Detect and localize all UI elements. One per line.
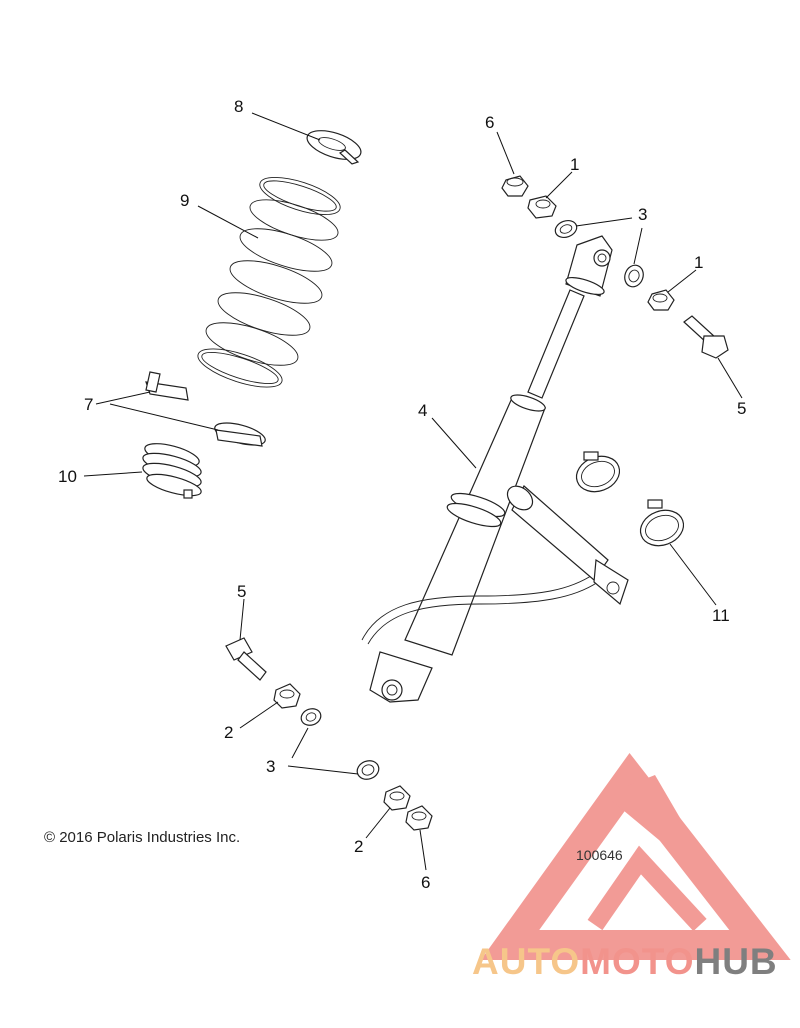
bolt-bottom-5 bbox=[225, 637, 267, 681]
hose-clamp-lower bbox=[639, 499, 685, 547]
callout-4: 4 bbox=[418, 401, 427, 420]
watermark-part-auto: AUTO bbox=[472, 941, 581, 982]
bushing-top-1 bbox=[527, 195, 557, 219]
watermark-logo bbox=[480, 752, 791, 960]
callout-2-left: 2 bbox=[224, 723, 233, 742]
washer-bottom-3b bbox=[356, 760, 380, 780]
callout-1-right: 1 bbox=[694, 253, 703, 272]
callout-5-left: 5 bbox=[237, 582, 246, 601]
callout-10: 10 bbox=[58, 467, 77, 486]
callout-3-bottom: 3 bbox=[266, 757, 275, 776]
copyright-notice: © 2016 Polaris Industries Inc. bbox=[44, 829, 241, 846]
shock-absorber bbox=[361, 235, 613, 703]
watermark-part-hub: HUB bbox=[694, 941, 778, 982]
bolt-top-5 bbox=[683, 315, 729, 359]
callout-7: 7 bbox=[84, 395, 93, 414]
watermark-part-moto: MOTO bbox=[580, 941, 695, 982]
hose-clamp-upper bbox=[575, 451, 621, 493]
spring-retainer-top bbox=[306, 130, 362, 165]
nut-bottom-6 bbox=[405, 805, 433, 831]
callout-6-bottom: 6 bbox=[421, 873, 430, 892]
leader-lines bbox=[83, 112, 743, 871]
bushing-top-1b bbox=[647, 289, 675, 311]
bushing-bottom-2a bbox=[273, 683, 301, 709]
shock-reservoir bbox=[506, 485, 629, 606]
bump-stop bbox=[142, 443, 202, 499]
spring-seat-lower bbox=[214, 422, 266, 447]
callout-11: 11 bbox=[712, 606, 730, 625]
watermark-text: AUTOMOTOHUB bbox=[472, 941, 778, 983]
callout-3-top: 3 bbox=[638, 205, 647, 224]
callout-8: 8 bbox=[234, 97, 243, 116]
callout-2-bottom: 2 bbox=[354, 837, 363, 856]
bushing-bottom-2b bbox=[383, 785, 411, 811]
washer-top-3a bbox=[554, 219, 578, 239]
washer-top-3b bbox=[624, 264, 644, 288]
figure-number: 100646 bbox=[576, 847, 623, 863]
nut-top-6 bbox=[501, 175, 529, 197]
callout-9: 9 bbox=[180, 191, 189, 210]
callout-6-top: 6 bbox=[485, 113, 494, 132]
callout-5-right: 5 bbox=[737, 399, 746, 418]
washer-bottom-3a bbox=[300, 708, 322, 726]
coil-spring bbox=[197, 176, 341, 388]
callout-1-top: 1 bbox=[570, 155, 579, 174]
spring-seat-upper bbox=[145, 371, 189, 401]
